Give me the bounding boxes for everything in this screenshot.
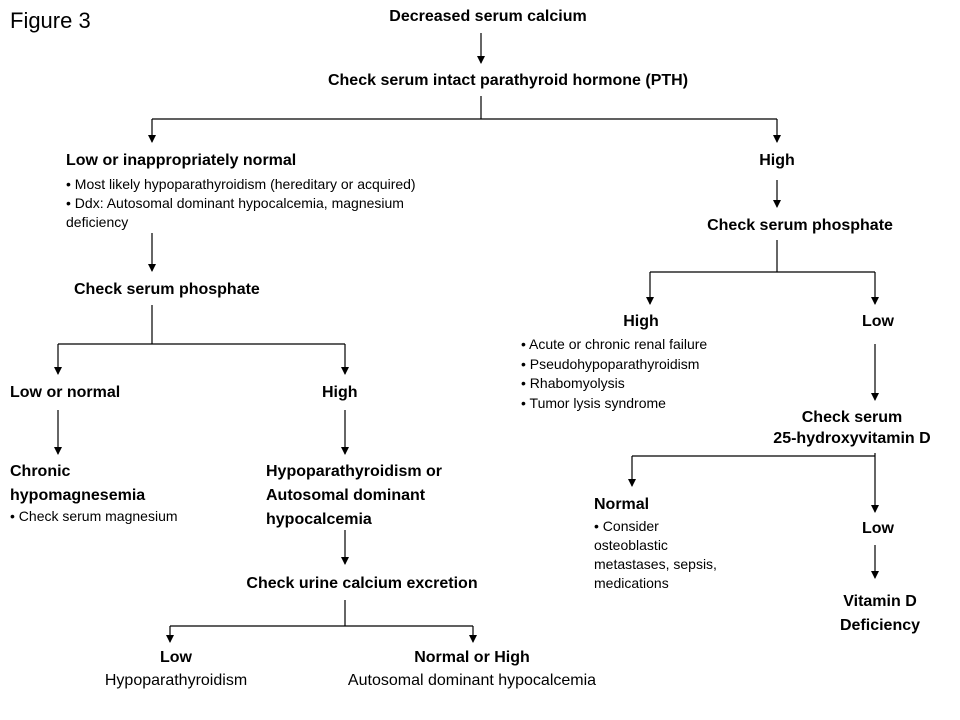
check-vitd: Check serum 25-hydroxyvitamin D — [773, 407, 930, 449]
left-high: High — [322, 384, 358, 401]
figure-label: Figure 3 — [10, 8, 91, 33]
right-phos-high: High — [623, 313, 659, 330]
vitd-normal: Normal — [594, 496, 650, 513]
urine-low-result: Hypoparathyroidism — [104, 672, 248, 689]
left-bullet-3: deficiency — [66, 214, 129, 230]
chronic-hypomagnesemia: Chronic hypomagnesemia — [10, 460, 145, 508]
left-bullet-2: • Ddx: Autosomal dominant hypocalcemia, … — [66, 195, 404, 211]
left-check-phosphate: Check serum phosphate — [74, 281, 260, 298]
right-bullet-4: • Tumor lysis syndrome — [521, 394, 666, 411]
check-vitd-line-2: 25-hydroxyvitamin D — [773, 430, 931, 447]
chronic-title-line-2: hypomagnesemia — [10, 487, 146, 504]
hypopara-or-adh: Hypoparathyroidism or Autosomal dominant… — [266, 460, 442, 532]
chronic-bullet: • Check serum magnesium — [10, 508, 178, 524]
right-bullet-2: • Pseudohypoparathyroidism — [521, 355, 700, 372]
right-phos-low: Low — [862, 313, 894, 330]
root-node: Decreased serum calcium — [389, 8, 587, 25]
deficiency-line-1: Vitamin D — [843, 593, 917, 610]
normal-bullet-4: medications — [594, 575, 669, 591]
left-bullet-1: • Most likely hypoparathyroidism (heredi… — [66, 176, 416, 192]
hypopara-line-1: Hypoparathyroidism or — [266, 463, 443, 480]
right-bullet-1: • Acute or chronic renal failure — [521, 336, 708, 352]
vitd-normal-bullets: • Consider osteoblastic metastases, seps… — [594, 517, 717, 593]
hypopara-line-2: Autosomal dominant — [266, 487, 426, 504]
urine-normal-or-high: Normal or High — [414, 649, 530, 666]
check-vitd-line-1: Check serum — [801, 409, 903, 426]
hypopara-line-3: hypocalcemia — [266, 511, 372, 528]
left-low-or-normal: Low or normal — [10, 384, 121, 401]
check-urine-calcium: Check urine calcium excretion — [246, 575, 478, 592]
vitd-low: Low — [862, 520, 894, 537]
chronic-title-line-1: Chronic — [10, 463, 71, 480]
urine-low: Low — [160, 649, 192, 666]
normal-bullet-3: metastases, sepsis, — [594, 556, 717, 572]
check-pth-node: Check serum intact parathyroid hormone (… — [327, 72, 689, 89]
normal-bullet-1: • Consider — [594, 518, 659, 534]
right-bullet-3: • Rhabomyolysis — [521, 375, 625, 391]
right-check-phosphate: Check serum phosphate — [707, 217, 893, 234]
urine-normal-or-high-result: Autosomal dominant hypocalcemia — [347, 672, 597, 689]
left-bullets: • Most likely hypoparathyroidism (heredi… — [66, 175, 416, 232]
left-header: Low or inappropriately normal — [66, 152, 297, 169]
deficiency-line-2: Deficiency — [839, 617, 921, 634]
normal-bullet-2: osteoblastic — [594, 537, 668, 553]
right-header-high: High — [759, 152, 795, 169]
right-high-bullets: • Acute or chronic renal failure • Pseud… — [521, 335, 707, 413]
vitd-deficiency: Vitamin D Deficiency — [840, 590, 920, 638]
